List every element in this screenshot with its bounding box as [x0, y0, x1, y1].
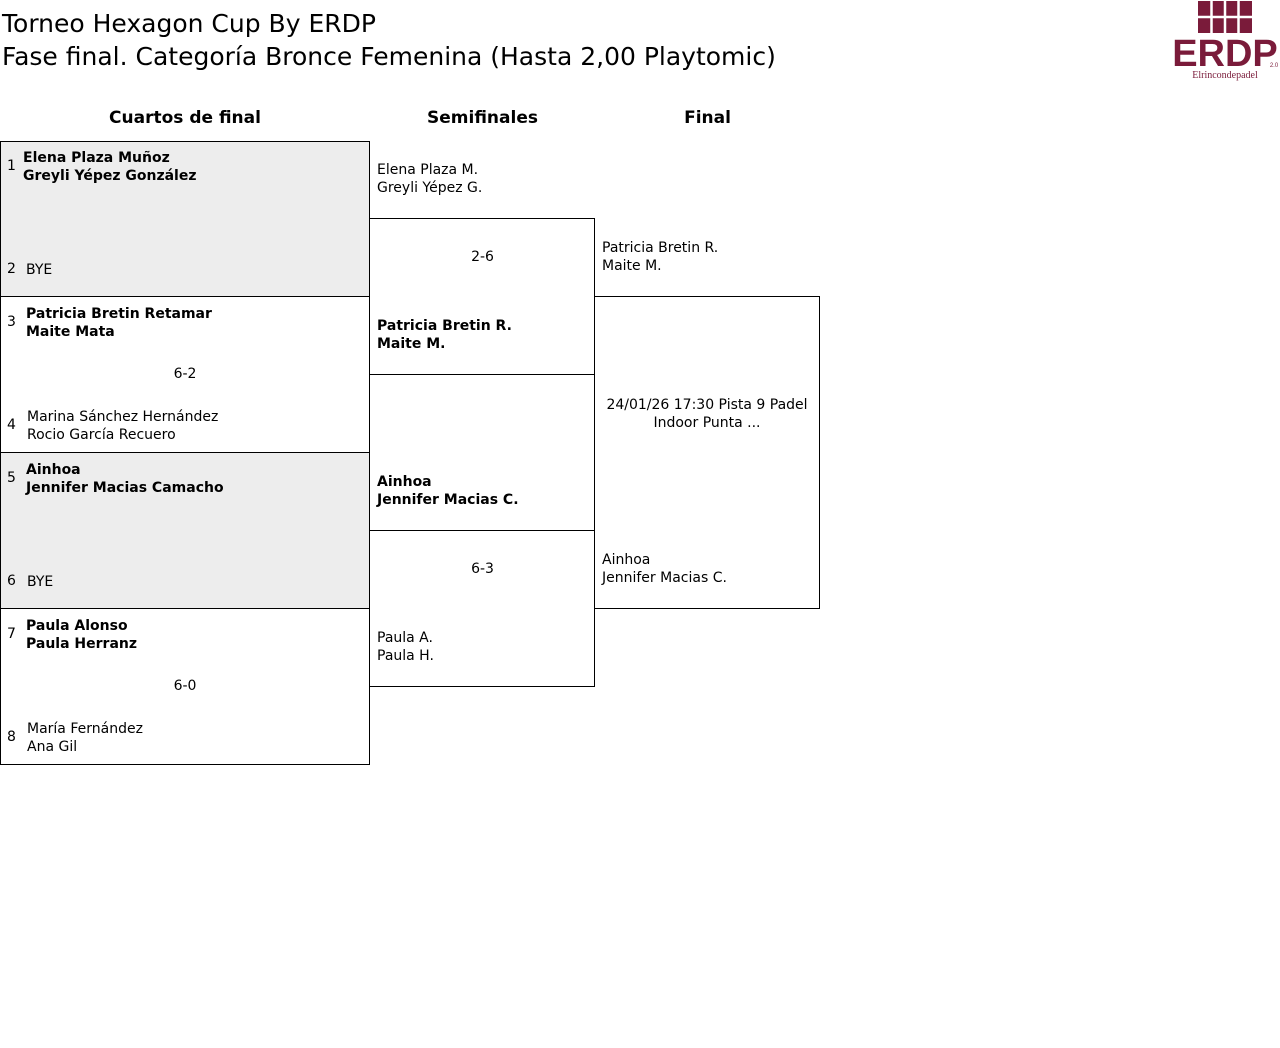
svg-text:2.0: 2.0: [1270, 63, 1279, 69]
quarterfinal-match-3: [0, 452, 370, 609]
player-name: Ainhoa: [26, 462, 81, 478]
player-name: Elena Plaza M.: [377, 162, 479, 178]
player-name: Ainhoa: [377, 474, 432, 490]
svg-text:ERDP: ERDP: [1172, 33, 1278, 75]
match-score: 6-0: [173, 678, 197, 694]
team-entry: Patricia Bretin R. Maite M.: [377, 317, 512, 353]
player-name: BYE: [26, 262, 53, 278]
team-entry: Paula A. Paula H.: [377, 629, 434, 665]
team-entry: Patricia Bretin Retamar Maite Mata: [26, 305, 212, 341]
final-match: [594, 296, 820, 609]
player-name: Jennifer Macias C.: [377, 492, 519, 508]
category-subtitle: Fase final. Categoría Bronce Femenina (H…: [2, 42, 776, 71]
player-name: María Fernández: [27, 721, 143, 737]
round-header-final: Final: [684, 108, 731, 128]
player-name: Jennifer Macias Camacho: [26, 480, 224, 496]
round-header-semifinals: Semifinales: [427, 108, 538, 128]
svg-text:Elrincondepadel: Elrincondepadel: [1192, 70, 1258, 81]
team-entry: Ainhoa Jennifer Macias Camacho: [26, 461, 224, 497]
team-entry: Ainhoa Jennifer Macias C.: [377, 473, 519, 509]
player-name: Greyli Yépez G.: [377, 180, 483, 196]
tournament-title: Torneo Hexagon Cup By ERDP: [2, 9, 376, 38]
player-name: BYE: [27, 574, 54, 590]
seed-number: 2: [7, 261, 16, 277]
player-name: Patricia Bretin Retamar: [26, 306, 212, 322]
logo-graphic: ERDP 2.0 Elrincondepadel: [1172, 1, 1279, 81]
seed-number: 3: [7, 314, 16, 330]
player-name: Maite Mata: [26, 324, 115, 340]
team-entry: Elena Plaza Muñoz Greyli Yépez González: [23, 149, 197, 185]
player-name: Elena Plaza Muñoz: [23, 150, 170, 166]
seed-number: 4: [7, 417, 16, 433]
player-name: Marina Sánchez Hernández: [27, 409, 219, 425]
match-schedule-info: 24/01/26 17:30 Pista 9 Padel Indoor Punt…: [606, 397, 808, 431]
seed-number: 5: [7, 470, 16, 486]
player-name: Paula H.: [377, 648, 434, 664]
seed-number: 6: [7, 573, 16, 589]
player-name: Jennifer Macias C.: [602, 570, 727, 586]
team-entry: María Fernández Ana Gil: [27, 720, 143, 756]
player-name: Patricia Bretin R.: [377, 318, 512, 334]
round-header-quarterfinals: Cuartos de final: [109, 108, 261, 128]
player-name: Patricia Bretin R.: [602, 240, 719, 256]
player-name: Paula Alonso: [26, 618, 128, 634]
match-score: 6-3: [471, 561, 494, 577]
team-entry: Patricia Bretin R. Maite M.: [602, 239, 718, 275]
seed-number: 8: [7, 729, 16, 745]
team-entry: BYE: [26, 261, 52, 279]
team-entry: Paula Alonso Paula Herranz: [26, 617, 137, 653]
match-score: 6-2: [173, 366, 197, 382]
match-score: 2-6: [471, 249, 494, 265]
team-entry: Ainhoa Jennifer Macias C.: [602, 551, 727, 587]
team-entry: BYE: [27, 573, 53, 591]
player-name: Paula A.: [377, 630, 433, 646]
player-name: Maite M.: [377, 336, 446, 352]
seed-number: 1: [7, 158, 16, 174]
team-entry: Elena Plaza M. Greyli Yépez G.: [377, 161, 482, 197]
player-name: Paula Herranz: [26, 636, 138, 652]
erdp-logo: ERDP 2.0 Elrincondepadel: [1170, 0, 1280, 82]
player-name: Ainhoa: [602, 552, 651, 568]
team-entry: Marina Sánchez Hernández Rocio García Re…: [27, 408, 218, 444]
player-name: Maite M.: [602, 258, 662, 274]
player-name: Rocio García Recuero: [27, 427, 176, 443]
player-name: Greyli Yépez González: [23, 168, 197, 184]
seed-number: 7: [7, 626, 16, 642]
quarterfinal-match-1: [0, 141, 370, 297]
player-name: Ana Gil: [27, 739, 78, 755]
